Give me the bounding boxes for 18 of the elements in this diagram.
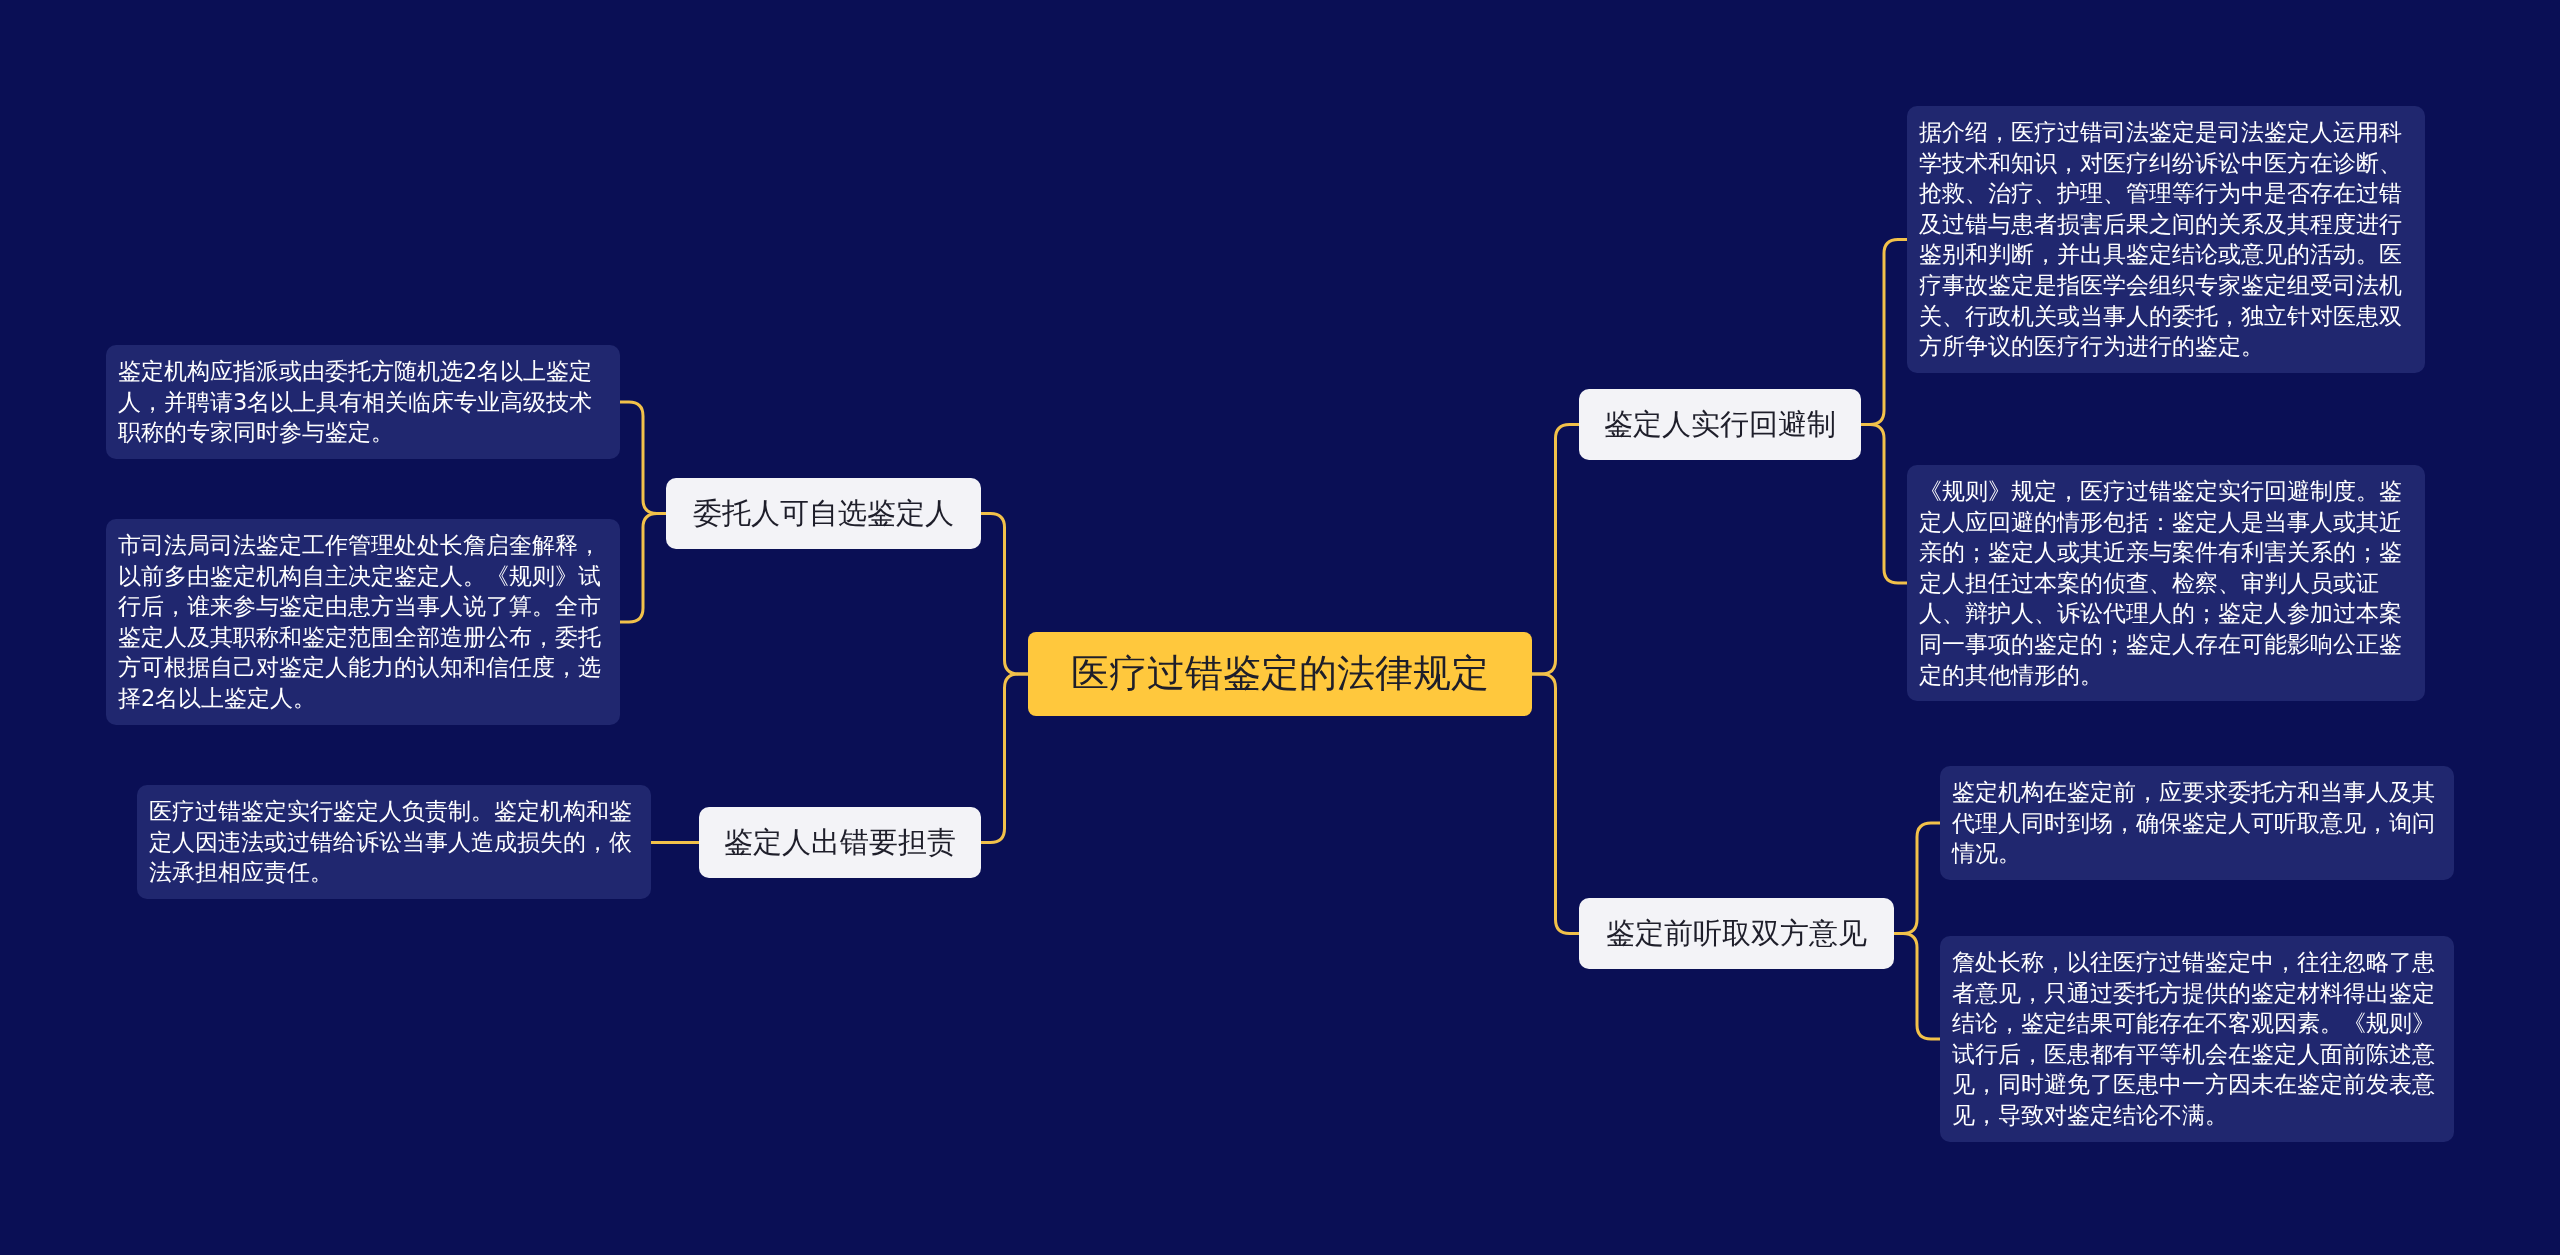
note-card: 市司法局司法鉴定工作管理处处长詹启奎解释，以前多由鉴定机构自主决定鉴定人。《规则》试行后，谁来参与鉴定由患方当事人说了算。全市鉴定人及其职称和鉴定范围全部造册公布，委托方可根据自己对鉴定人能力的认知和信任度，选择2名以上鉴定人。 — [106, 519, 620, 725]
note-card: 《规则》规定，医疗过错鉴定实行回避制度。鉴定人应回避的情形包括：鉴定人是当事人或其近亲的；鉴定人或其近亲与案件有利害关系的；鉴定人担任过本案的侦查、检察、审判人员或证人、辩护人、诉讼代理人的；鉴定人参加过本案同一事项的鉴定的；鉴定人存在可能影响公正鉴定的其他情形的。 — [1907, 465, 2425, 702]
central-topic: 医疗过错鉴定的法律规定 — [1028, 632, 1532, 716]
note-card: 医疗过错鉴定实行鉴定人负责制。鉴定机构和鉴定人因违法或过错给诉讼当事人造成损失的，依法承担相应责任。 — [137, 785, 651, 899]
branch-topic: 鉴定人实行回避制 — [1579, 389, 1861, 460]
connector-line — [1861, 423, 1907, 585]
note-card: 鉴定机构应指派或由委托方随机选2名以上鉴定人，并聘请3名以上具有相关临床专业高级技术职称的专家同时参与鉴定。 — [106, 345, 620, 459]
connector-line — [1894, 932, 1940, 1041]
branch-topic: 鉴定前听取双方意见 — [1579, 898, 1894, 969]
note-card: 鉴定机构在鉴定前，应要求委托方和当事人及其代理人同时到场，确保鉴定人可听取意见，询问情况。 — [1940, 766, 2454, 880]
note-card: 詹处长称，以往医疗过错鉴定中，往往忽略了患者意见，只通过委托方提供的鉴定材料得出鉴定结论，鉴定结果可能存在不客观因素。《规则》试行后，医患都有平等机会在鉴定人面前陈述意见，同时避免了医患中一方因未在鉴定前发表意见，导致对鉴定结论不满。 — [1940, 936, 2454, 1142]
connector-line — [651, 841, 699, 844]
branch-topic: 委托人可自选鉴定人 — [666, 478, 981, 549]
branch-topic: 鉴定人出错要担责 — [699, 807, 981, 878]
connector-line — [620, 512, 666, 624]
note-card: 据介绍，医疗过错司法鉴定是司法鉴定人运用科学技术和知识，对医疗纠纷诉讼中医方在诊断、抢救、治疗、护理、管理等行为中是否存在过错及过错与患者损害后果之间的关系及其程度进行鉴别和判断，并出具鉴定结论或意见的活动。医疗事故鉴定是指医学会组织专家鉴定组受司法机关、行政机关或当事人的委托，独立针对医患双方所争议的医疗行为进行的鉴定。 — [1907, 106, 2425, 373]
connector-line — [1532, 672, 1579, 935]
connector-line — [981, 672, 1028, 844]
